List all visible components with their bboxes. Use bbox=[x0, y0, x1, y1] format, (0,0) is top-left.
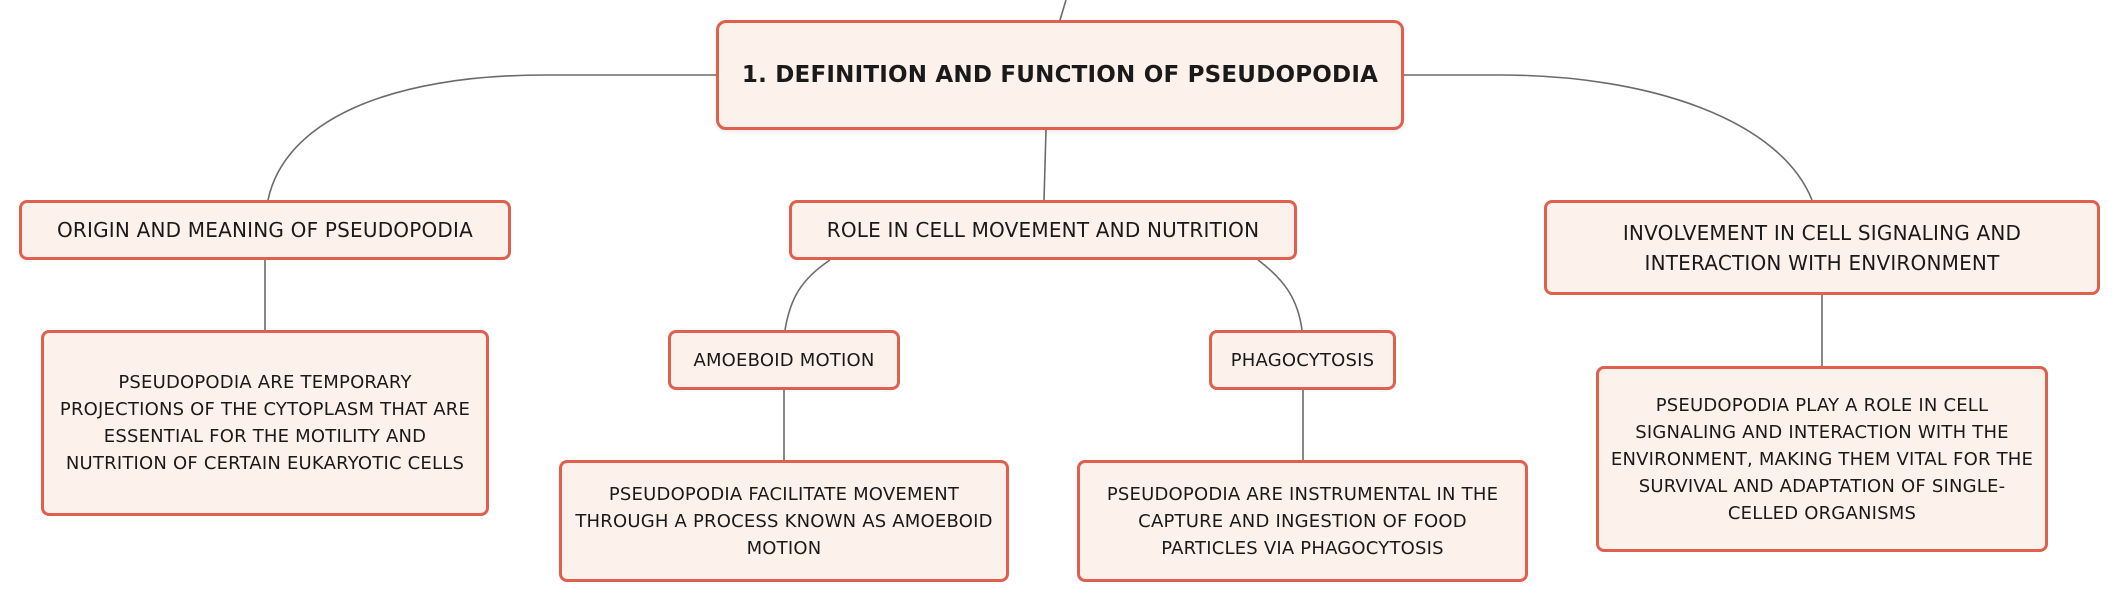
connector-root-to-role bbox=[1043, 129, 1047, 201]
connector-role-to-phagocytosis bbox=[1257, 259, 1303, 331]
detail-text-phagocytosis: PSEUDOPODIA ARE INSTRUMENTAL IN THE CAPT… bbox=[1106, 483, 1499, 559]
connector-root-to-origin bbox=[267, 74, 716, 201]
connector-parent-to-root bbox=[1059, 0, 1067, 21]
root-topic-node[interactable]: 1. DEFINITION AND FUNCTION OF PSEUDOPODI… bbox=[716, 20, 1404, 130]
detail-text-origin: PSEUDOPODIA ARE TEMPORARY PROJECTIONS OF… bbox=[59, 372, 471, 474]
topic-label-role: ROLE IN CELL MOVEMENT AND NUTRITION bbox=[826, 218, 1260, 242]
topic-node-role[interactable]: ROLE IN CELL MOVEMENT AND NUTRITION bbox=[789, 200, 1297, 260]
detail-node-phagocytosis[interactable]: PSEUDOPODIA ARE INSTRUMENTAL IN THE CAPT… bbox=[1077, 460, 1528, 582]
detail-node-signaling[interactable]: PSEUDOPODIA PLAY A ROLE IN CELL SIGNALIN… bbox=[1596, 366, 2048, 552]
topic-node-signaling[interactable]: INVOLVEMENT IN CELL SIGNALING AND INTERA… bbox=[1544, 200, 2100, 295]
detail-node-amoeboid[interactable]: PSEUDOPODIA FACILITATE MOVEMENT THROUGH … bbox=[559, 460, 1009, 582]
detail-node-origin[interactable]: PSEUDOPODIA ARE TEMPORARY PROJECTIONS OF… bbox=[41, 330, 489, 516]
detail-text-signaling: PSEUDOPODIA PLAY A ROLE IN CELL SIGNALIN… bbox=[1610, 394, 2034, 524]
topic-node-origin[interactable]: ORIGIN AND MEANING OF PSEUDOPODIA bbox=[19, 200, 511, 260]
subtopic-node-amoeboid[interactable]: AMOEBOID MOTION bbox=[668, 330, 900, 390]
subtopic-node-phagocytosis[interactable]: PHAGOCYTOSIS bbox=[1209, 330, 1396, 390]
topic-label-origin: ORIGIN AND MEANING OF PSEUDOPODIA bbox=[56, 218, 474, 242]
detail-text-amoeboid: PSEUDOPODIA FACILITATE MOVEMENT THROUGH … bbox=[575, 483, 993, 559]
topic-label-signaling: INVOLVEMENT IN CELL SIGNALING AND INTERA… bbox=[1622, 220, 2022, 275]
root-topic-label: 1. DEFINITION AND FUNCTION OF PSEUDOPODI… bbox=[741, 62, 1379, 88]
subtopic-label-amoeboid: AMOEBOID MOTION bbox=[693, 349, 875, 371]
subtopic-label-phagocytosis: PHAGOCYTOSIS bbox=[1230, 349, 1375, 371]
connector-role-to-amoeboid bbox=[784, 259, 831, 331]
connector-root-to-signaling bbox=[1402, 74, 1813, 201]
